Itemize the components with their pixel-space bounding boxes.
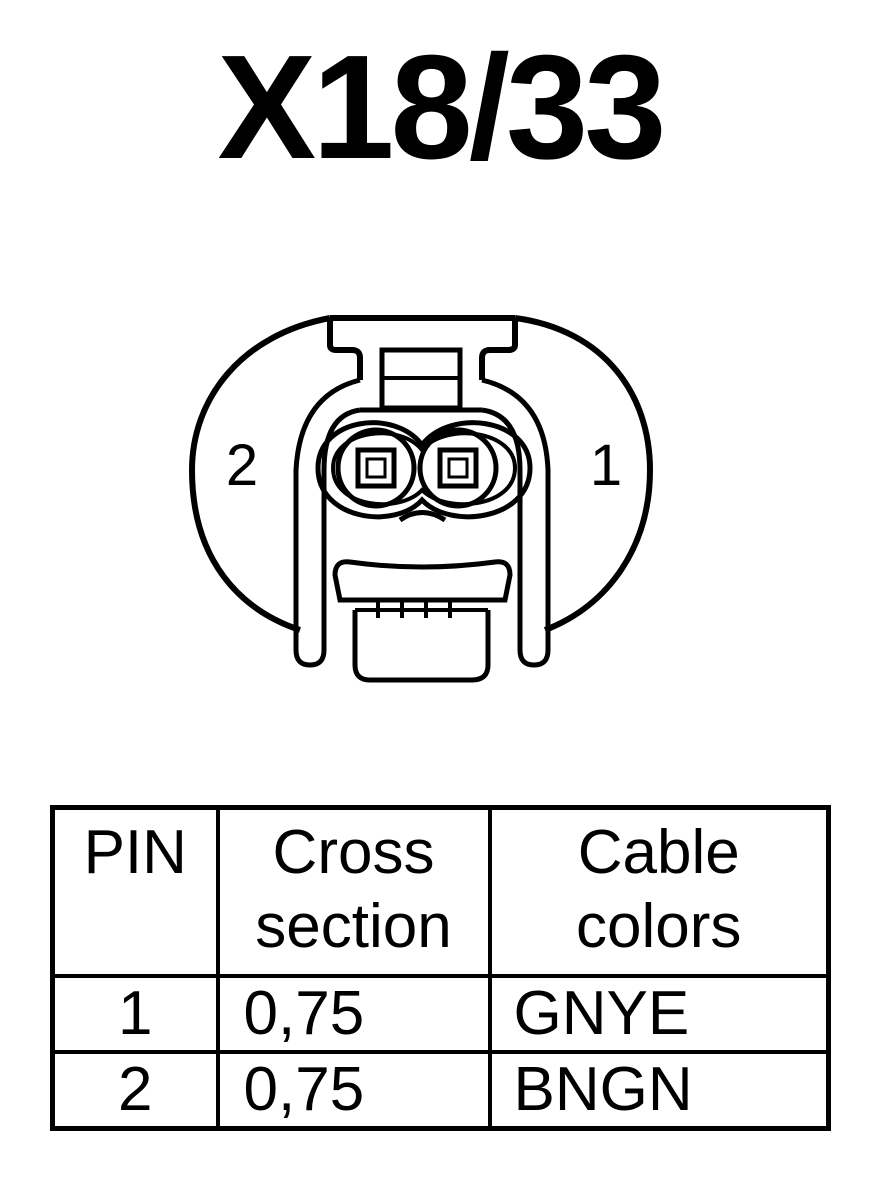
pin-chamber-outer <box>315 420 533 520</box>
cell-pin: 1 <box>50 974 220 1054</box>
header-pin-label: PIN <box>83 818 187 887</box>
pin-1-socket <box>417 427 499 509</box>
table-row: 1 0,75 GNYE <box>50 974 831 1054</box>
header-pin: PIN <box>50 805 220 978</box>
pin-2-socket <box>335 427 417 509</box>
latch-tab <box>327 315 518 380</box>
header-cable-colors-line-1: Cable <box>577 818 740 887</box>
header-cross-section: Cross section <box>215 805 492 978</box>
table-header-row: PIN Cross section Cable colors <box>50 805 831 978</box>
header-cross-section-line-1: Cross <box>272 818 435 887</box>
inner-body-left <box>293 377 361 668</box>
cell-cable-color: BNGN <box>487 1050 831 1131</box>
pin-label-1: 1 <box>590 433 622 498</box>
header-cable-colors-line-2: colors <box>576 892 742 961</box>
pin-label-2: 2 <box>226 433 258 498</box>
connector-drawing: 2 1 <box>188 315 654 683</box>
header-cable-colors: Cable colors <box>487 805 831 978</box>
pin-1-contact <box>437 447 479 489</box>
table-row: 2 0,75 BNGN <box>50 1050 831 1131</box>
pin-chamber-notch <box>398 510 447 523</box>
pin-2-contact-inner <box>365 457 387 479</box>
connector-title: X18/33 <box>217 25 666 190</box>
pin-1-contact-inner <box>447 457 469 479</box>
connector-housing-outline <box>188 315 654 633</box>
cell-cable-color: GNYE <box>487 974 831 1054</box>
pin-2-contact <box>355 447 397 489</box>
lower-bridge <box>332 559 513 603</box>
inner-body-right <box>481 377 551 668</box>
pin-assignment-table: PIN Cross section Cable colors 1 0,75 GN… <box>50 805 831 1131</box>
cell-cross-section: 0,75 <box>215 1050 492 1131</box>
header-cross-section-line-2: section <box>255 892 452 961</box>
bottom-key <box>352 610 491 683</box>
cell-pin: 2 <box>50 1050 220 1131</box>
cell-cross-section: 0,75 <box>215 974 492 1054</box>
